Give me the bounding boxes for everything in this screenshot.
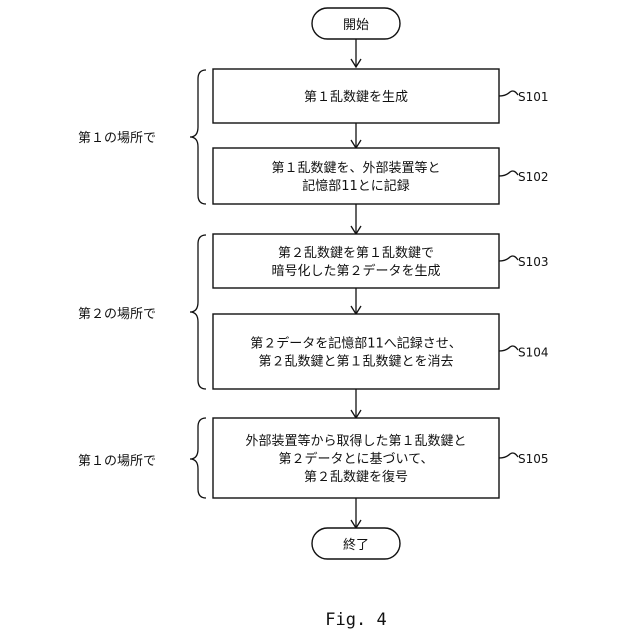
arrow-s102-to-s103: [351, 204, 361, 234]
step-id-label: S101: [518, 90, 549, 104]
step-id-label: S103: [518, 255, 549, 269]
arrow-start-to-s101: [351, 39, 361, 67]
figure-caption: Fig. 4: [325, 610, 386, 630]
process-step-text: 第１乱数鍵を、外部装置等と: [271, 160, 440, 176]
process-step-text: 第２乱数鍵を第１乱数鍵で: [278, 245, 434, 261]
arrow-s101-to-s102: [351, 123, 361, 148]
step-id-label: S102: [518, 170, 549, 184]
group-brace-2: 第２の場所で: [78, 235, 206, 389]
group-label-1: 第１の場所で: [78, 131, 156, 146]
process-step-text: 第２データとに基づいて、: [279, 451, 434, 467]
process-steps: 第１乱数鍵を生成 S101 第１乱数鍵を、外部装置等と記憶部11とに記録 S102 第２…: [213, 69, 549, 498]
step-id-leader-line: [499, 91, 518, 96]
process-box-s103: 第２乱数鍵を第１乱数鍵で暗号化した第２データを生成 S103: [213, 234, 549, 288]
process-step-text: 記憶部11とに記録: [302, 178, 410, 194]
process-step-text: 外部装置等から取得した第１乱数鍵と: [245, 433, 466, 449]
step-id-leader-line: [499, 346, 518, 351]
group-brace-1: 第１の場所で: [78, 70, 206, 204]
arrow-s104-to-s105: [351, 389, 361, 418]
arrow-s105-to-end: [351, 498, 361, 528]
process-box-s101: 第１乱数鍵を生成 S101: [213, 69, 549, 123]
step-id-label: S104: [518, 346, 549, 360]
process-step-text: 第１乱数鍵を生成: [304, 89, 408, 105]
group-brace-3: 第１の場所で: [78, 418, 206, 498]
step-id-leader-line: [499, 256, 518, 261]
start-label: 開始: [343, 18, 369, 33]
arrow-s103-to-s104: [351, 288, 361, 314]
group-label-2: 第２の場所で: [78, 307, 156, 322]
step-id-leader-line: [499, 171, 518, 176]
process-box-s102: 第１乱数鍵を、外部装置等と記憶部11とに記録 S102: [213, 148, 549, 204]
process-box-frame: [213, 148, 499, 204]
process-box-s104: 第２データを記憶部11へ記録させ、第２乱数鍵と第１乱数鍵とを消去 S104: [213, 314, 549, 389]
start-terminator: 開始: [312, 8, 400, 39]
process-box-frame: [213, 234, 499, 288]
group-label-3: 第１の場所で: [78, 454, 156, 469]
end-terminator: 終了: [312, 528, 400, 559]
process-box-s105: 外部装置等から取得した第１乱数鍵と第２データとに基づいて、第２乱数鍵を復号 S10…: [213, 418, 549, 498]
process-step-text: 第２乱数鍵と第１乱数鍵とを消去: [258, 354, 453, 370]
step-id-label: S105: [518, 452, 549, 466]
end-label: 終了: [343, 537, 369, 553]
step-id-leader-line: [499, 453, 518, 458]
process-box-frame: [213, 314, 499, 389]
process-step-text: 第２データを記憶部11へ記録させ、: [250, 336, 462, 352]
process-step-text: 第２乱数鍵を復号: [304, 469, 408, 485]
process-step-text: 暗号化した第２データを生成: [271, 263, 440, 279]
